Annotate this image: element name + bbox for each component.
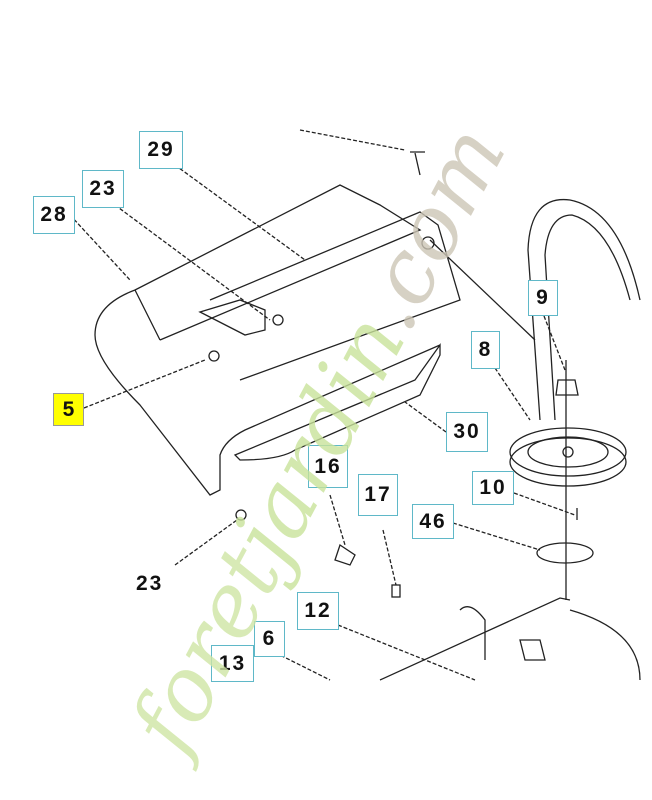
callout-10[interactable]: 10 <box>472 471 514 505</box>
bolt-5 <box>208 350 220 362</box>
label-23-lower[interactable]: 23 <box>136 572 164 595</box>
rod <box>429 239 536 341</box>
callout-29[interactable]: 29 <box>139 131 183 169</box>
callout-12[interactable]: 12 <box>297 592 339 630</box>
washer-46 <box>536 542 594 564</box>
callout-6[interactable]: 6 <box>254 621 285 657</box>
callout-16[interactable]: 16 <box>308 445 348 488</box>
nut-9 <box>555 379 579 396</box>
hinge-bracket <box>198 299 266 336</box>
deflector-bracket <box>209 211 461 461</box>
callout-28[interactable]: 28 <box>33 196 75 234</box>
callout-46[interactable]: 46 <box>412 504 454 539</box>
pulley-8 <box>509 427 627 477</box>
mower-deck <box>379 597 641 681</box>
nut-23-lower <box>235 509 247 521</box>
callout-8[interactable]: 8 <box>471 331 500 369</box>
v-belt <box>527 198 641 421</box>
callout-5-highlighted[interactable]: 5 <box>53 393 84 426</box>
callout-9[interactable]: 9 <box>528 280 558 316</box>
deflector-plate <box>94 184 441 496</box>
knob-16 <box>334 543 356 566</box>
callout-17[interactable]: 17 <box>358 474 398 516</box>
pin <box>410 151 425 176</box>
callout-13[interactable]: 13 <box>211 645 254 682</box>
pivot-nut <box>421 236 435 250</box>
clip-17 <box>391 584 401 598</box>
nut-23 <box>272 314 284 326</box>
callout-23[interactable]: 23 <box>82 170 124 208</box>
callout-30[interactable]: 30 <box>446 412 488 452</box>
